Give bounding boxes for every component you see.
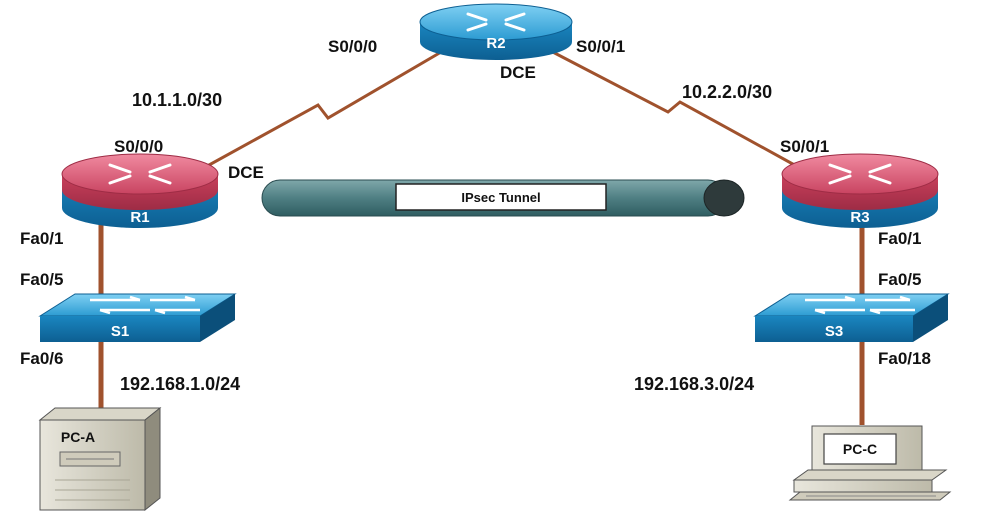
- router-r1-name: R1: [130, 209, 149, 226]
- switch-s1-name: S1: [111, 323, 129, 340]
- pc-c[interactable]: PC-C: [788, 425, 952, 501]
- r1-s000-label: S0/0/0: [114, 137, 163, 156]
- r2-dce-label: DCE: [500, 63, 536, 82]
- router-r1[interactable]: R1: [61, 153, 219, 228]
- s1-fa06-label: Fa0/6: [20, 349, 63, 368]
- router-r3-name: R3: [850, 209, 869, 226]
- s3-fa018-label: Fa0/18: [878, 349, 931, 368]
- r1-fa01-label: Fa0/1: [20, 229, 63, 248]
- router-arrows-icon: [466, 12, 526, 32]
- pc-c-name: PC-C: [843, 441, 877, 457]
- ipsec-tunnel-label-box: [395, 183, 607, 211]
- switch-s3[interactable]: S3: [753, 293, 950, 342]
- serial-link-r1-r2: [199, 46, 449, 172]
- switch-arrows-icon: [90, 295, 200, 315]
- serial-link-r2-r3: [544, 46, 801, 170]
- router-arrows-icon: [108, 163, 172, 185]
- r1-dce-label: DCE: [228, 163, 264, 182]
- network-lan-a-label: 192.168.1.0/24: [120, 374, 240, 394]
- network-lan-c-label: 192.168.3.0/24: [634, 374, 754, 394]
- network-r2-r3-label: 10.2.2.0/30: [682, 82, 772, 102]
- router-arrows-icon: [828, 163, 892, 185]
- s1-fa05-label: Fa0/5: [20, 270, 63, 289]
- s3-fa05-label: Fa0/5: [878, 270, 921, 289]
- monitor-screen: [823, 433, 897, 465]
- router-r3[interactable]: R3: [781, 153, 939, 228]
- router-r2-name: R2: [486, 35, 505, 52]
- network-r1-r2-label: 10.1.1.0/30: [132, 90, 222, 110]
- r2-s001-label: S0/0/1: [576, 37, 625, 56]
- pc-a[interactable]: PC-A: [38, 406, 162, 512]
- pc-a-name: PC-A: [61, 429, 95, 445]
- switch-s1[interactable]: S1: [38, 293, 237, 342]
- switch-s3-name: S3: [825, 323, 843, 340]
- router-r2[interactable]: R2: [419, 3, 573, 60]
- ipsec-tunnel-label: IPsec Tunnel: [461, 190, 540, 205]
- r3-s001-label: S0/0/1: [780, 137, 829, 156]
- switch-arrows-icon: [805, 295, 915, 315]
- r2-s000-label: S0/0/0: [328, 37, 377, 56]
- ipsec-tunnel: IPsec Tunnel: [261, 179, 745, 217]
- r3-fa01-label: Fa0/1: [878, 229, 921, 248]
